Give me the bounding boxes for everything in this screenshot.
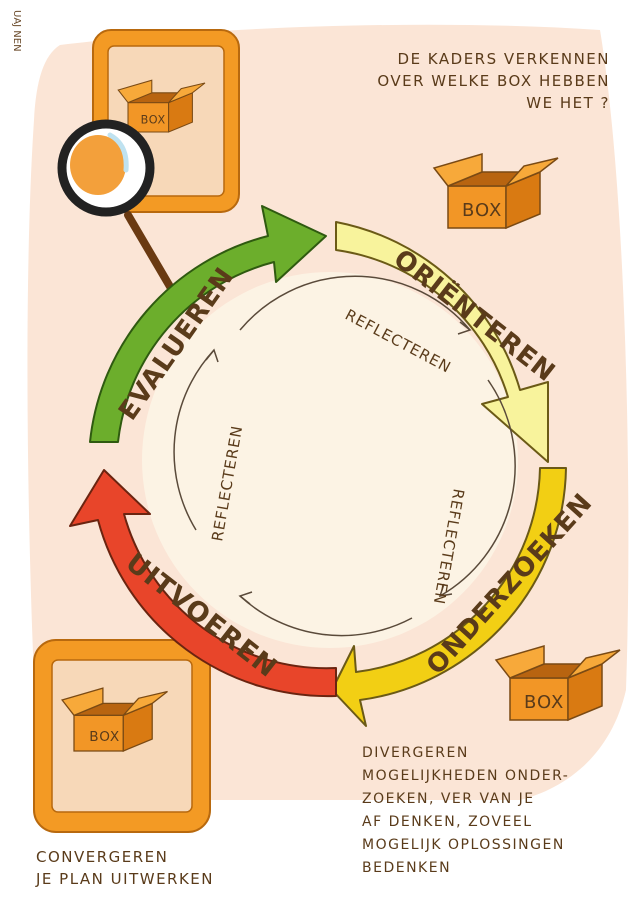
- reflect-arc: [239, 275, 471, 331]
- svg-text:BOX: BOX: [462, 200, 502, 221]
- note-bottom-right: DIVERGEREN MOGELIJKHEDEN ONDER- ZOEKEN, …: [362, 745, 570, 876]
- box-icon: BOX: [117, 79, 206, 133]
- magnifying-glass-icon: [57, 119, 176, 294]
- reflect-arc-arrowhead: [238, 591, 253, 605]
- reflect-arc: [173, 349, 215, 531]
- svg-text:BOX: BOX: [141, 114, 166, 127]
- svg-text:BOX: BOX: [89, 729, 120, 745]
- arrow-onderzoeken: [331, 467, 567, 727]
- reflect-arc: [439, 379, 516, 597]
- inner-circle: [142, 272, 518, 648]
- arrow-orienteren: [335, 221, 549, 463]
- reflect-arc-arrowhead: [205, 348, 219, 363]
- reflect-arc-arrowhead: [438, 583, 453, 597]
- box-icon: BOX: [61, 687, 169, 752]
- artist-signature: UAJ NEN: [11, 10, 22, 52]
- box-icon: BOX: [495, 645, 621, 721]
- box-icon: BOX: [433, 153, 559, 229]
- arrow-evalueren: [89, 205, 327, 443]
- reflect-arc: [239, 595, 413, 637]
- note-top-right: DE KADERS VERKENNEN OVER WELKE BOX HEBBE…: [377, 50, 610, 112]
- picture-frame-bottom-left: BOX: [33, 639, 211, 833]
- reflect-arc-arrowhead: [457, 321, 472, 335]
- note-bottom-left: CONVERGEREN JE PLAN UITWERKEN: [36, 848, 214, 888]
- arrow-uitvoeren: [69, 469, 337, 698]
- svg-text:BOX: BOX: [524, 692, 564, 713]
